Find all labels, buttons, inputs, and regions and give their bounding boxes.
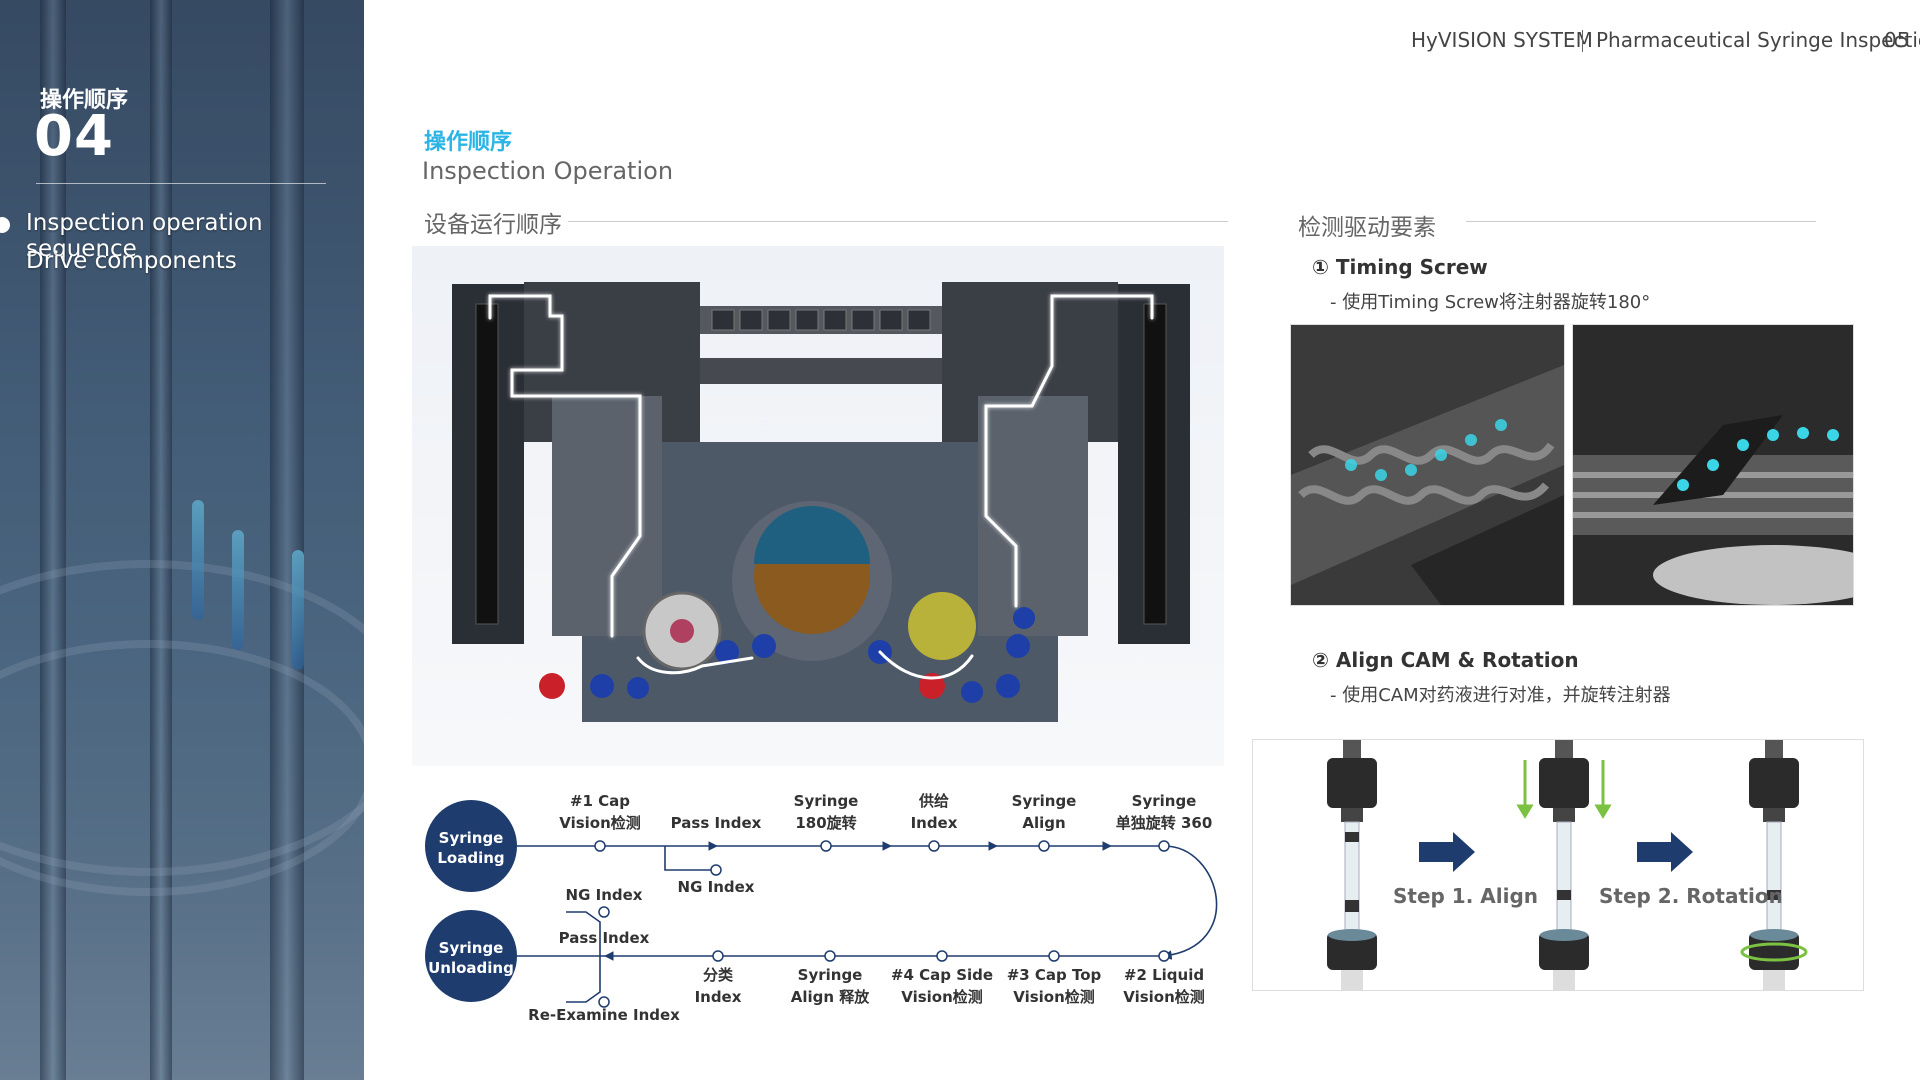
syringe-unit-3 (1749, 740, 1799, 990)
unloading-label-1: Syringe (439, 939, 504, 957)
down-arrow-icons (1516, 760, 1612, 819)
flow-step-rotate180-2: 180旋转 (795, 814, 856, 832)
syringe-unloading-node (425, 910, 517, 1002)
sidebar-item-inspection-sequence[interactable]: Inspection operation sequence (26, 210, 263, 262)
flow-step-liquid-vision-1: #2 Liquid (1124, 966, 1204, 984)
step2-arrow-icon (1637, 832, 1693, 872)
flow-step-cap-top-vision-1: #3 Cap Top (1007, 966, 1102, 984)
sidebar-item-drive-components[interactable]: Drive components (26, 248, 237, 274)
sidebar-bg-column (40, 0, 66, 1080)
sidebar-divider (36, 183, 326, 184)
header-page-number: 05 (1884, 28, 1910, 52)
feature1-number: ① (1312, 255, 1329, 279)
flow-step-rotate360-1: Syringe (1132, 792, 1197, 810)
flow-step-align-release-1: Syringe (798, 966, 863, 984)
flow-step-align-release-2: Align 释放 (791, 988, 871, 1006)
flow-step-ng-index-top: NG Index (678, 878, 755, 896)
flow-step-cap-top-vision-2: Vision检测 (1013, 988, 1095, 1006)
align-rotation-illustration (1327, 740, 1808, 990)
step2-label: Step 2. Rotation (1599, 884, 1783, 908)
sidebar-bg-column (270, 0, 304, 1080)
align-rotation-steps-panel: Step 1. Align Step 2. Rotation (1252, 739, 1864, 991)
header-brand: HyVISION SYSTEM (1411, 28, 1593, 52)
flow-step-align-1: Syringe (1012, 792, 1077, 810)
feature2-name: Align CAM & Rotation (1335, 648, 1579, 672)
syringe-loading-node (425, 800, 517, 892)
flow-unload-pass: Pass Index (559, 929, 650, 947)
feature2-number: ② (1312, 648, 1329, 672)
flow-step-align-2: Align (1022, 814, 1065, 832)
flow-step-cap-side-vision-2: Vision检测 (901, 988, 983, 1006)
timing-screw-photo-1 (1290, 324, 1565, 606)
sidebar-bg-syringe (292, 550, 304, 670)
feature1-description: - 使用Timing Screw将注射器旋转180° (1330, 292, 1651, 313)
sidebar: 操作顺序 04 Inspection operation sequence Dr… (0, 0, 364, 1080)
sidebar-chapter-number: 04 (34, 104, 114, 169)
flow-step-rotate360-2: 单独旋转 360 (1116, 814, 1213, 832)
unloading-label-2: Unloading (428, 959, 514, 977)
machine-layout-diagram (412, 246, 1224, 766)
flow-step-pass-index: Pass Index (671, 814, 762, 832)
section-divider (568, 221, 1228, 222)
page-title: Inspection Operation (422, 157, 674, 185)
operation-flow-diagram: Syringe Loading Syringe Unloading #1 Cap… (425, 792, 1218, 1024)
flow-step-rotate180-1: Syringe (794, 792, 859, 810)
active-bullet-icon (0, 217, 10, 233)
section-divider-right (1466, 221, 1816, 222)
flow-step-cap-side-vision-1: #4 Cap Side (891, 966, 993, 984)
main-kicker: 操作顺序 (424, 130, 513, 155)
step1-label: Step 1. Align (1393, 884, 1539, 908)
flow-step-sort-index-1: 分类 (703, 966, 734, 984)
section-title-operation-sequence: 设备运行顺序 (424, 212, 562, 238)
flow-step-cap-vision-2: Vision检测 (559, 814, 641, 832)
sidebar-bg-syringe (232, 530, 244, 650)
syringe-unit-1 (1327, 740, 1377, 990)
syringe-unit-2 (1539, 740, 1589, 990)
timing-screw-photo-2 (1572, 324, 1854, 606)
flow-unload-ng: NG Index (566, 886, 643, 904)
loading-label-2: Loading (437, 849, 504, 867)
loading-label-1: Syringe (439, 829, 504, 847)
step1-arrow-icon (1419, 832, 1475, 872)
flow-step-cap-vision-1: #1 Cap (570, 792, 630, 810)
flow-unload-reexamine: Re-Examine Index (528, 1006, 680, 1024)
rotation-arrow-icon (1740, 942, 1808, 962)
sidebar-kicker: 操作顺序 (40, 88, 129, 113)
section-title-drive-elements: 检测驱动要素 (1298, 215, 1436, 241)
feature2-description: - 使用CAM对药液进行对准，并旋转注射器 (1330, 685, 1671, 706)
flow-step-liquid-vision-2: Vision检测 (1123, 988, 1205, 1006)
header-doc-title: Pharmaceutical Syringe Inspection (1596, 28, 1920, 52)
sidebar-bg-syringe (192, 500, 204, 620)
sidebar-bg-ring (0, 640, 364, 896)
sidebar-overlay (0, 0, 364, 1080)
flow-step-sort-index-2: Index (695, 988, 742, 1006)
feature1-title: ① Timing Screw (1312, 255, 1488, 279)
feature2-title: ② Align CAM & Rotation (1312, 648, 1579, 672)
feature1-name: Timing Screw (1335, 255, 1488, 279)
flow-step-feed-index-1: 供给 (918, 792, 949, 810)
flow-step-feed-index-2: Index (911, 814, 958, 832)
header-separator (1582, 30, 1583, 52)
